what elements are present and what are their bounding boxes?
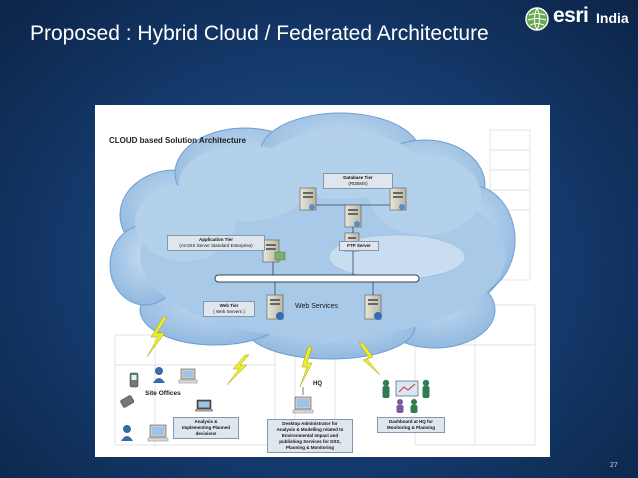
mobile-phone-icon <box>120 395 135 408</box>
dashboard-caption-line: Dashboard at HQ for <box>388 419 433 424</box>
application-server <box>262 239 286 263</box>
hq-label: HQ <box>313 381 322 387</box>
desktop-caption-line: Planning & Monitoring <box>286 445 334 450</box>
application-tier-subtitle: (ArcGIS Server Standard Enterprise) <box>179 243 253 248</box>
site-offices-label: Site Offices <box>145 390 181 397</box>
analysis-caption: Analysis & Implementing Planned decision… <box>173 417 239 439</box>
lightning-bolts <box>146 316 381 388</box>
application-tier-label: Application Tier (ArcGIS Server Standard… <box>167 235 265 251</box>
desktop-caption: Desktop Administrator for Analysis & Mod… <box>267 419 353 453</box>
desktop-caption-line: Environmental Impact and <box>281 433 339 438</box>
brand-name: esri <box>553 4 589 27</box>
dashboard-caption-line: Monitoring & Planning <box>387 425 435 430</box>
database-tier-subtitle: (RDBMS) <box>348 181 368 186</box>
database-servers <box>299 187 407 228</box>
web-services-label: Web Services <box>295 303 339 310</box>
hq-desktop <box>292 396 314 414</box>
dashboard-caption: Dashboard at HQ for Monitoring & Plannin… <box>377 417 445 433</box>
analysis-caption-line: Implementing Planned <box>181 425 230 430</box>
user-icon <box>153 367 165 383</box>
brand-suffix: India <box>596 10 629 26</box>
esri-logo: esri India <box>524 4 634 34</box>
desktop-caption-line: Desktop Administrator for <box>282 421 338 426</box>
application-tier-title: Application Tier <box>199 237 233 242</box>
desktop-computer-icon <box>147 424 169 442</box>
analysis-caption-line: Analysis & <box>194 419 218 424</box>
mobile-phone-icon <box>129 372 139 388</box>
site-office-devices <box>120 367 213 442</box>
web-tier-label: Web Tier ( Web Servers ) <box>203 301 255 317</box>
web-tier-subtitle: ( Web Servers ) <box>213 309 245 314</box>
dashboard-group <box>382 379 430 413</box>
diagram-canvas <box>109 112 536 446</box>
laptop-icon <box>195 399 213 412</box>
user-icon <box>121 425 133 441</box>
slide-title: Proposed : Hybrid Cloud / Federated Arch… <box>30 22 489 45</box>
web-tier-title: Web Tier <box>219 303 239 308</box>
architecture-diagram: CLOUD based Solution Architecture Databa… <box>95 105 550 457</box>
diagram-title: CLOUD based Solution Architecture <box>109 136 247 145</box>
desktop-caption-line: Analysis & Modelling related to <box>276 427 344 432</box>
slide-number: 27 <box>610 462 618 469</box>
web-servers <box>266 294 382 320</box>
ftp-server-label: FTP Server <box>339 241 379 251</box>
desktop-caption-line: publishing Services for DSS, <box>279 439 341 444</box>
globe-icon <box>525 7 549 31</box>
ftp-server-title: FTP Server <box>347 243 371 248</box>
analysis-caption-line: decisions <box>195 431 217 436</box>
database-tier-label: Database Tier (RDBMS) <box>323 173 393 189</box>
database-tier-title: Database Tier <box>343 175 373 180</box>
desktop-computer-icon <box>178 368 198 384</box>
